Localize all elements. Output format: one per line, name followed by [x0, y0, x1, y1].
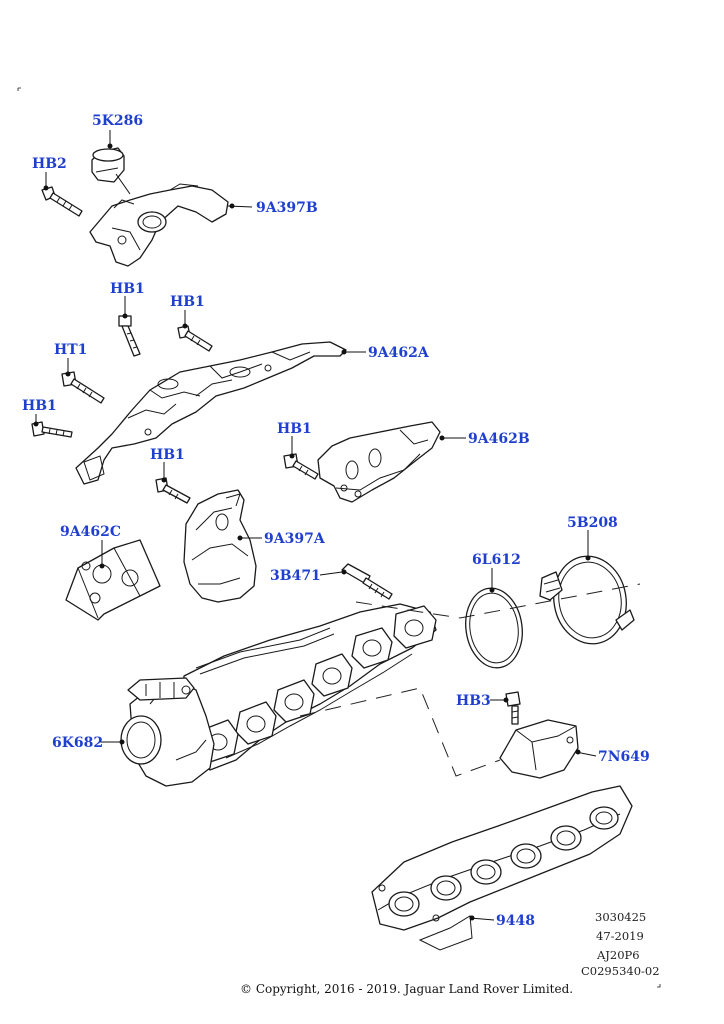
reference-model: AJ20P6 [596, 948, 640, 962]
part-9A462B-heat-shield[interactable] [317, 421, 441, 503]
callout-HB1-upper-right[interactable]: HB1 [170, 294, 205, 310]
callout-9A462A[interactable]: 9A462A [368, 345, 430, 361]
callout-5B208[interactable]: 5B208 [567, 515, 618, 531]
callout-HB1-upper-left[interactable]: HB1 [110, 281, 145, 297]
reference-drawing-id: C0295340-02 [581, 964, 660, 978]
callout-5K286[interactable]: 5K286 [92, 113, 143, 129]
assembly-line-upper [355, 583, 641, 619]
callout-9A462C[interactable]: 9A462C [60, 524, 121, 540]
callout-9A397B[interactable]: 9A397B [256, 200, 318, 216]
callout-HB1-lower[interactable]: HB1 [150, 447, 185, 463]
part-3B471-stud[interactable] [341, 563, 393, 600]
part-9A462C-bracket[interactable] [65, 539, 161, 621]
callout-9448[interactable]: 9448 [496, 913, 535, 929]
reference-number: 3030425 [595, 910, 646, 924]
callout-HB2[interactable]: HB2 [32, 156, 67, 172]
part-7N649-bracket[interactable] [499, 719, 579, 779]
callout-9A462B[interactable]: 9A462B [468, 431, 530, 447]
part-HT1-stud[interactable] [61, 371, 105, 404]
callout-HB1-mid[interactable]: HB1 [277, 421, 312, 437]
callout-6L612[interactable]: 6L612 [472, 552, 521, 568]
part-9A397B-heat-shield[interactable] [89, 183, 229, 267]
callout-6K682[interactable]: 6K682 [52, 735, 103, 751]
callout-HT1[interactable]: HT1 [54, 342, 87, 358]
part-HB1-bolt-upper-right[interactable] [177, 325, 213, 352]
part-5B208-clamp[interactable] [539, 550, 635, 649]
assembly-line-lower [299, 687, 501, 777]
callout-7N649[interactable]: 7N649 [598, 749, 650, 765]
part-6K682-turbocharger[interactable] [120, 603, 437, 787]
callout-9A397A[interactable]: 9A397A [264, 531, 326, 547]
callout-3B471[interactable]: 3B471 [270, 568, 321, 584]
part-9A397A-heat-shield[interactable] [183, 489, 257, 603]
corner-mark-top-left [17, 87, 21, 91]
part-HB1-bolt-lower[interactable] [155, 477, 191, 504]
part-HB2-bolt[interactable] [41, 186, 83, 217]
leader-lines [33, 130, 597, 921]
callout-HB3[interactable]: HB3 [456, 693, 491, 709]
part-HB3-bolt[interactable] [505, 691, 521, 725]
reference-date: 47-2019 [596, 929, 644, 943]
copyright-notice: © Copyright, 2016 - 2019. Jaguar Land Ro… [240, 982, 573, 996]
corner-mark-bottom-right [657, 984, 661, 988]
part-9A462A-heat-shield[interactable] [75, 341, 347, 485]
part-HB1-bolt-mid[interactable] [283, 453, 319, 480]
part-HB1-bolt-upper-left[interactable] [118, 315, 141, 357]
part-5K286-cap[interactable] [91, 147, 125, 183]
part-6L612-gasket[interactable] [461, 584, 528, 671]
part-9448-exhaust-manifold[interactable] [371, 785, 633, 951]
callout-HB1-left[interactable]: HB1 [22, 398, 57, 414]
